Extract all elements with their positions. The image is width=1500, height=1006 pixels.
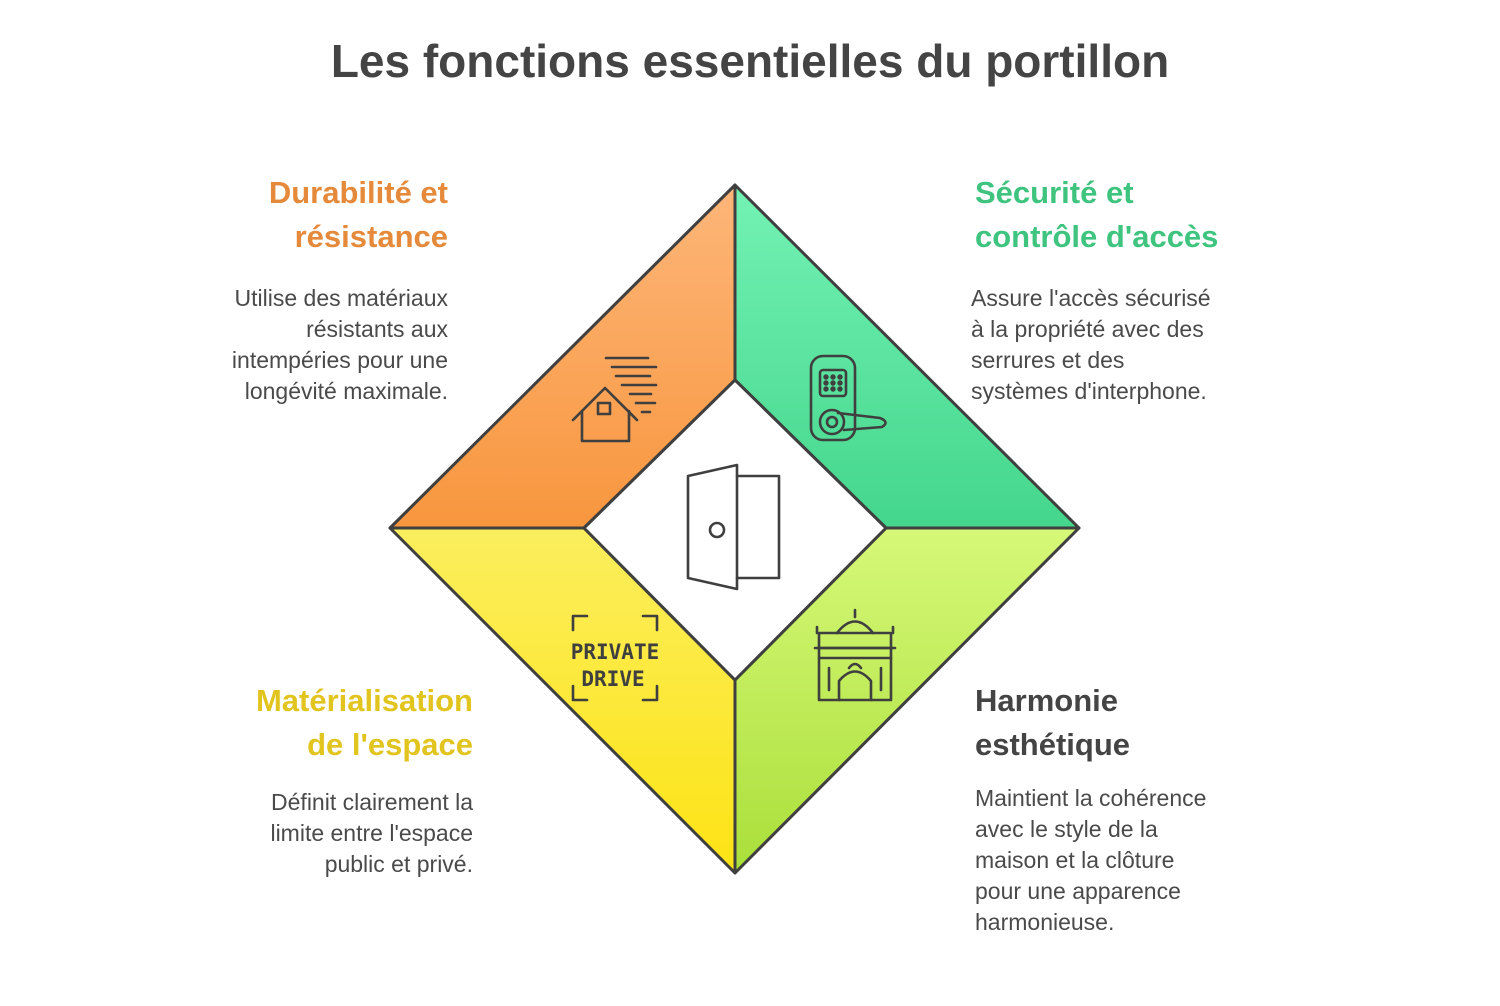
securite-heading-line-1: Sécurité et <box>975 175 1134 210</box>
private-drive-line-1: PRIVATE <box>571 640 660 664</box>
quadrant-securite: Sécurité et contrôle d'accès Assure l'ac… <box>971 171 1295 407</box>
quadrant-durabilite: Durabilité et résistance Utilise des mat… <box>150 171 448 407</box>
securite-desc-line: serrures et des <box>971 347 1125 373</box>
durabilite-description: Utilise des matériaux résistants aux int… <box>150 283 448 407</box>
harmonie-desc-line: maison et la clôture <box>975 847 1175 873</box>
ornate-gate-icon <box>813 608 897 702</box>
materialisation-heading-line-1: Matérialisation <box>255 683 473 718</box>
center-diamond <box>582 378 888 682</box>
harmonie-desc-line: harmonieuse. <box>975 909 1115 935</box>
materialisation-description: Définit clairement la limite entre l'esp… <box>160 787 473 880</box>
harmonie-heading-line-2: esthétique <box>975 727 1131 762</box>
keypad-lock-icon <box>809 354 887 442</box>
harmonie-heading-line-1: Harmonie <box>975 683 1118 718</box>
private-drive-sign-icon: PRIVATE DRIVE <box>571 614 660 702</box>
durabilite-heading-line-1: Durabilité et <box>268 175 448 210</box>
materialisation-desc-line: public et privé. <box>324 851 473 877</box>
harmonie-desc-line: pour une apparence <box>975 878 1181 904</box>
securite-desc-line: Assure l'accès sécurisé <box>971 285 1211 311</box>
materialisation-heading-line-2: de l'espace <box>307 727 473 762</box>
durabilite-desc-line: résistants aux <box>306 316 448 342</box>
durabilite-desc-line: longévité maximale. <box>244 378 448 404</box>
harmonie-desc-line: Maintient la cohérence <box>975 785 1207 811</box>
door-icon <box>686 463 781 591</box>
materialisation-heading: Matérialisation de l'espace <box>160 679 473 767</box>
durabilite-heading: Durabilité et résistance <box>150 171 448 259</box>
securite-heading-line-2: contrôle d'accès <box>975 219 1219 254</box>
durabilite-desc-line: intempéries pour une <box>231 347 448 373</box>
securite-desc-line: systèmes d'interphone. <box>971 378 1207 404</box>
quadrant-materialisation: Matérialisation de l'espace Définit clai… <box>160 679 473 880</box>
private-drive-line-2: DRIVE <box>581 667 644 691</box>
harmonie-heading: Harmonie esthétique <box>975 679 1295 767</box>
page-title: Les fonctions essentielles du portillon <box>330 35 1170 87</box>
materialisation-desc-line: Définit clairement la <box>271 789 473 815</box>
securite-desc-line: à la propriété avec des <box>971 316 1204 342</box>
securite-heading: Sécurité et contrôle d'accès <box>975 171 1295 259</box>
durabilite-desc-line: Utilise des matériaux <box>234 285 448 311</box>
harmonie-desc-line: avec le style de la <box>975 816 1158 842</box>
securite-description: Assure l'accès sécurisé à la propriété a… <box>971 283 1295 407</box>
materialisation-desc-line: limite entre l'espace <box>270 820 473 846</box>
harmonie-description: Maintient la cohérence avec le style de … <box>975 783 1295 938</box>
house-wind-icon <box>571 356 658 443</box>
durabilite-heading-line-2: résistance <box>294 219 448 254</box>
quadrant-harmonie: Harmonie esthétique Maintient la cohéren… <box>975 679 1295 938</box>
